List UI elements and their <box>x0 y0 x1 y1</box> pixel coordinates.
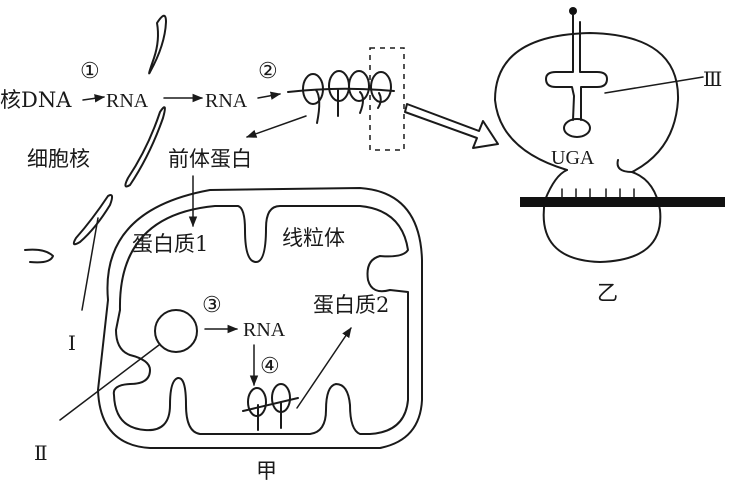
mrna-strand <box>287 87 395 93</box>
ribosome <box>302 73 324 105</box>
outer-membrane <box>97 187 423 449</box>
polyribosome <box>287 70 395 124</box>
label-rna-2: RNA <box>205 90 248 112</box>
anticodon-loop <box>563 118 591 138</box>
small-subunit <box>542 169 662 263</box>
arrow-to-precursor <box>246 115 307 138</box>
pointer-line-II <box>59 344 160 421</box>
mitochondrial-dna <box>154 309 198 353</box>
panel-label-right: 乙 <box>597 281 618 305</box>
panel-label-left: 甲 <box>256 459 277 483</box>
label-nucleus: 细胞核 <box>27 147 90 171</box>
marker-III: Ⅲ <box>703 69 722 91</box>
codon-ticks <box>561 188 635 198</box>
step-4-marker: ④ <box>260 354 280 379</box>
mitochondrion <box>97 187 423 449</box>
pointer-line-I <box>81 217 99 311</box>
arrow-translation <box>257 91 282 100</box>
highlight-box <box>369 47 405 151</box>
envelope-fragment <box>72 194 114 246</box>
ribosome-detail <box>494 7 725 263</box>
arrow-to-protein-2 <box>296 327 352 409</box>
trna-right <box>579 21 608 121</box>
mrna-strand <box>520 197 725 207</box>
peptide-chain <box>377 92 382 109</box>
label-rna-1: RNA <box>106 90 149 112</box>
label-rna-3: RNA <box>243 319 286 341</box>
pointer-line-III <box>604 76 704 94</box>
step-2-marker: ② <box>258 59 278 84</box>
label-mitochondrion: 线粒体 <box>282 226 345 250</box>
nuclear-envelope <box>24 14 167 264</box>
label-protein-1: 蛋白质1 <box>132 232 208 256</box>
step-1-marker: ① <box>80 59 100 84</box>
mito-polyribosome <box>242 383 299 431</box>
peptide-chain <box>359 91 364 114</box>
inner-membrane <box>112 205 409 435</box>
peptide-chain <box>315 89 321 124</box>
envelope-fragment <box>124 106 166 188</box>
amino-acid <box>569 7 577 15</box>
label-nuclear-dna: 核DNA <box>0 88 72 112</box>
envelope-fragment <box>24 248 54 264</box>
arrow-transcription <box>82 94 106 103</box>
ribosome <box>348 70 370 102</box>
marker-II: Ⅱ <box>34 443 48 465</box>
label-anticodon: UGA <box>551 147 595 169</box>
marker-I: Ⅰ <box>68 333 76 355</box>
label-precursor-protein: 前体蛋白 <box>168 147 252 171</box>
trna-left <box>545 14 575 121</box>
label-protein-2: 蛋白质2 <box>313 293 389 317</box>
mito-mrna-strand <box>242 397 299 412</box>
step-3-marker: ③ <box>202 293 222 318</box>
envelope-fragment <box>148 14 167 75</box>
zoom-arrow <box>404 103 499 149</box>
